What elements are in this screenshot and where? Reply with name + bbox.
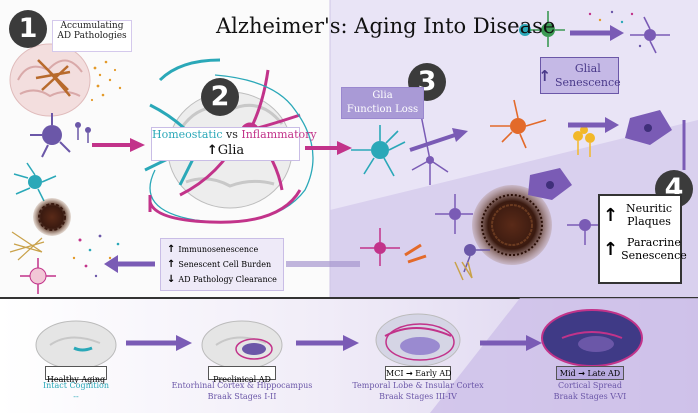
vs-label: vs	[226, 128, 238, 141]
stage-healthy-desc1: Intact Cognition	[42, 381, 110, 390]
step1-label-line1: Accumulating	[60, 21, 124, 31]
neuritic-plaques-item: ↑ Neuritic Plaques	[603, 202, 677, 228]
step-number-1: 1	[9, 10, 47, 48]
stage-preclinical-desc2: Braak Stages I-II	[207, 392, 277, 401]
glia-function-arrow	[409, 128, 468, 152]
stage-early-name-b: Early AD	[415, 369, 452, 378]
left-tangle-bundle	[9, 231, 45, 261]
left-plaque	[33, 198, 71, 236]
feedback-item-immunosenescence: ↑ Immunosenescence	[167, 242, 277, 257]
stage-healthy-badge: Healthy Aging	[45, 366, 107, 384]
stage-late-desc2: Braak Stages V-VI	[553, 392, 627, 401]
step-number-2: 2	[201, 78, 239, 116]
neuritic-plaques-line2: Plaques	[627, 215, 671, 228]
feedback-arrow-1: ↑	[167, 244, 176, 255]
step2-glia-box: Homeostatic vs Inflammatory ↑Glia	[151, 127, 317, 161]
glia-loop-arrow	[149, 74, 314, 223]
plaque-neuron-purple	[528, 168, 572, 200]
senescence-arrow-lower	[568, 117, 619, 133]
plaque-surrounding-cells	[360, 194, 605, 281]
glial-senescence-line2: Senescence	[554, 75, 621, 89]
left-neuron-purple	[30, 113, 91, 158]
stage-late-name-b: Late AD	[587, 369, 621, 378]
arrow-feedback-to-left	[104, 255, 155, 273]
inflammatory-feedback-arrow	[148, 189, 302, 224]
paracrine-senescence-line1: Paracrine	[627, 236, 681, 249]
brain-stage-early	[375, 313, 461, 367]
stage-early-desc1: Temporal Lobe & Insular Cortex	[352, 381, 484, 390]
top-right-cells	[519, 11, 670, 54]
step4-outcome-box: ↑ Neuritic Plaques ↑ Paracrine Senescenc…	[598, 194, 687, 284]
glial-senescence-arrow: ↑	[538, 66, 551, 85]
left-brain-illustration	[9, 43, 91, 117]
stage-late-badge: Mid → Late AD	[556, 366, 624, 380]
right-orange-microglia	[490, 99, 547, 149]
right-senescent-cells-yellow	[573, 126, 595, 157]
right-purple-neuron-small	[411, 109, 449, 185]
feedback-item-senescent-burden: ↑ Senescent Cell Burden	[167, 257, 277, 272]
right-purple-neuron-large	[625, 110, 672, 145]
brain-stage-preclinical	[201, 320, 283, 370]
stage-early-badge: MCI → Early AD	[385, 366, 452, 380]
stage-early-desc2: Braak Stages III-IV	[379, 392, 457, 401]
diagram-title: Alzheimer's: Aging Into Disease	[216, 14, 556, 38]
stage-preclinical-name: Preclinical AD	[213, 375, 271, 384]
stage-arrow-2	[296, 335, 359, 351]
homeostatic-label: Homeostatic	[152, 128, 223, 141]
stage-early-arrow: →	[406, 369, 413, 378]
neuritic-plaques-arrow: ↑	[603, 204, 619, 226]
stage-arrow-1	[126, 335, 192, 351]
stage-arrow-3	[480, 335, 542, 351]
senescence-arrow-upper	[570, 25, 624, 41]
scattered-particles-orange	[90, 60, 122, 102]
step1-label-line2: AD Pathologies	[57, 31, 127, 42]
feedback-box: ↑ Immunosenescence ↑ Senescent Cell Burd…	[160, 238, 284, 291]
paracrine-senescence-line2: Senescence	[621, 249, 687, 262]
inflammatory-label: Inflammatory	[241, 128, 317, 141]
arrow-1-to-2	[92, 138, 145, 152]
top-right-particles	[588, 10, 642, 48]
feedback-arrow-3: ↓	[167, 274, 176, 285]
step3-label-line2: Function Loss	[346, 104, 419, 115]
step3-label-line1: Glia	[372, 90, 393, 101]
glial-senescence-line1: Glial	[574, 61, 601, 75]
step3-label-box: Glia Function Loss	[341, 87, 424, 119]
feedback-text-1: Immunosenescence	[178, 245, 259, 254]
feedback-text-2: Senescent Cell Burden	[178, 260, 272, 269]
glial-senescence-box: ↑ Glial Senescence	[538, 57, 621, 94]
feedback-text-3: AD Pathology Clearance	[178, 275, 277, 284]
paracrine-senescence-item: ↑ Paracrine Senescence	[603, 236, 687, 262]
paracrine-senescence-arrow: ↑	[603, 238, 619, 260]
neuritic-plaques-line1: Neuritic	[625, 202, 673, 215]
right-teal-astrocyte	[351, 125, 406, 177]
left-teal-glia	[13, 162, 57, 202]
arrow-2-to-3	[305, 141, 352, 155]
stage-healthy-desc2: --	[73, 392, 79, 401]
left-neuron-pink	[20, 258, 56, 294]
large-neuritic-plaque	[472, 185, 552, 265]
stage-preclinical-desc1: Entorhinal Cortex & Hippocampus	[171, 381, 313, 390]
scattered-particles-multicolor	[72, 234, 120, 278]
brain-stage-late	[541, 309, 643, 367]
stage-late-desc1: Cortical Spread	[558, 381, 622, 390]
step1-label-box: Accumulating AD Pathologies	[52, 20, 132, 52]
stage-late-arrow: →	[578, 369, 585, 378]
stage-late-name-a: Mid	[559, 369, 576, 378]
stage-preclinical-badge: Preclinical AD	[208, 366, 276, 384]
glia-label: Glia	[217, 143, 245, 158]
brain-stage-healthy	[35, 320, 117, 370]
stage-early-name-a: MCI	[386, 369, 404, 378]
feedback-item-clearance: ↓ AD Pathology Clearance	[167, 272, 277, 287]
glia-up-arrow: ↑	[206, 143, 218, 158]
stage-healthy-name: Healthy Aging	[46, 375, 106, 384]
feedback-arrow-2: ↑	[167, 259, 176, 270]
